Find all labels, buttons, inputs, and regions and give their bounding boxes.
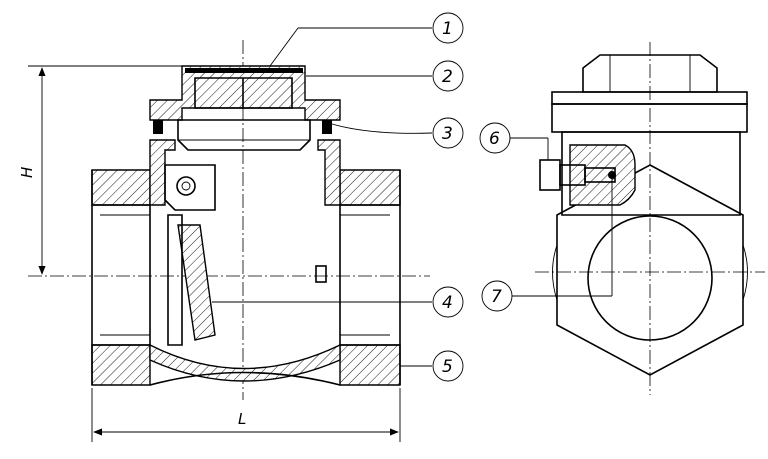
callout-4-label: 4 <box>442 293 453 313</box>
hinge-pin-outer <box>176 176 196 196</box>
leader-3 <box>331 123 433 134</box>
callout-6-label: 6 <box>489 129 500 149</box>
right-thread-lines <box>340 214 390 336</box>
right-seal <box>322 120 332 134</box>
swing-disc <box>177 224 216 341</box>
callout-3-label: 3 <box>442 124 453 144</box>
length-label: L <box>238 410 246 428</box>
left-thread-lines <box>100 214 150 336</box>
callout-5-label: 5 <box>442 357 453 377</box>
end-hexagon <box>556 164 744 376</box>
height-label: H <box>18 167 36 178</box>
left-seal <box>153 120 163 134</box>
pivot-boss <box>569 144 636 206</box>
left-bore <box>92 204 151 346</box>
body-right-upper-wall <box>317 139 341 206</box>
plug-top-band <box>185 68 303 73</box>
right-end-bottom-wall <box>339 344 401 386</box>
body-bottom-wall <box>149 343 341 382</box>
bonnet-flange <box>551 103 748 133</box>
callouts: 1 2 3 4 5 6 7 <box>212 12 613 382</box>
callout-1-circle <box>432 12 464 44</box>
plug-hex <box>194 77 293 109</box>
section-view <box>28 40 430 400</box>
body-left-upper-wall <box>149 139 176 206</box>
callout-7-label: 7 <box>491 287 502 307</box>
callout-3-circle <box>432 117 464 149</box>
callout-4-circle <box>432 286 464 318</box>
right-bore <box>339 204 400 346</box>
left-end-bottom-wall <box>91 344 151 386</box>
callout-1-label: 1 <box>442 19 453 39</box>
left-end-top-wall <box>91 169 151 206</box>
inner-cap <box>177 119 311 151</box>
bonnet-flange-top <box>551 91 748 105</box>
leader-1a <box>269 27 299 67</box>
pivot-pin-dot <box>608 171 616 179</box>
right-end-top-wall <box>339 169 401 206</box>
pivot-plug-head <box>539 159 561 191</box>
hinge-pin-inner <box>181 181 191 191</box>
side-body <box>561 131 741 216</box>
side-view <box>535 42 765 395</box>
callout-2-label: 2 <box>442 67 453 87</box>
dimension-h: H <box>18 65 182 275</box>
disc-arm <box>167 214 183 346</box>
bonnet <box>149 65 341 121</box>
end-bore <box>587 215 713 341</box>
body-marking <box>315 265 327 283</box>
callout-2-circle <box>432 60 464 92</box>
callout-5-circle <box>432 350 464 382</box>
hinge-housing <box>164 164 216 211</box>
body-bottom-outline <box>149 371 341 386</box>
hex-side-curves <box>552 244 748 301</box>
dimension-l: L <box>91 388 401 442</box>
